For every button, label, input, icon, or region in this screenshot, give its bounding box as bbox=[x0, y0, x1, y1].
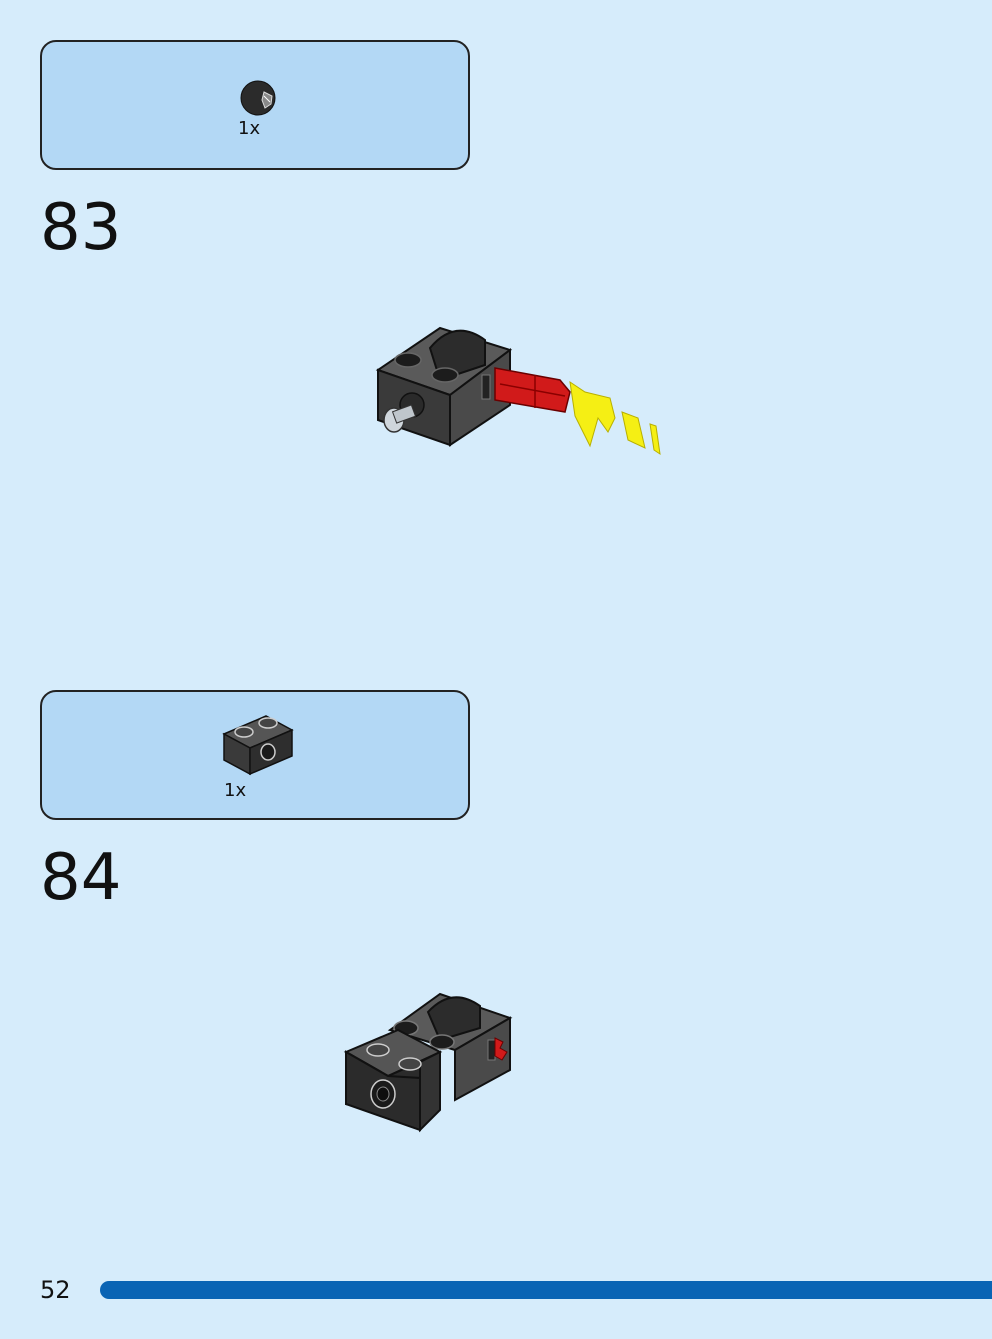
step-83-assembly-illustration bbox=[375, 326, 661, 456]
step-84-assembly-illustration bbox=[343, 992, 513, 1133]
page-number: 52 bbox=[40, 1276, 71, 1304]
parts-list-step-84: 1x bbox=[40, 690, 470, 820]
part-quantity: 1x bbox=[238, 118, 261, 139]
parts-list-step-83: 1x bbox=[40, 40, 470, 170]
black-ball-joint-icon bbox=[240, 80, 276, 116]
part-quantity: 1x bbox=[224, 780, 247, 801]
step-number: 84 bbox=[40, 841, 122, 915]
black-technic-brick-1x2-icon bbox=[222, 715, 294, 776]
step-number: 83 bbox=[40, 191, 122, 265]
page-progress-bar bbox=[100, 1281, 992, 1299]
